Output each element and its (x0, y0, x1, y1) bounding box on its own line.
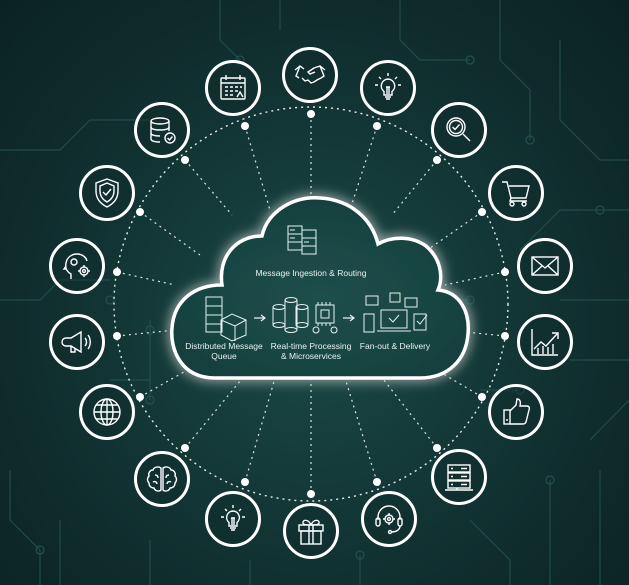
shield-check-icon (95, 178, 119, 208)
shopping-cart-icon (502, 181, 530, 207)
server-rack-icon (445, 464, 473, 491)
support-headset-icon (375, 505, 403, 535)
stage-label-delivery: Fan-out & Delivery (355, 341, 435, 351)
head-gear-icon (62, 253, 90, 279)
node-lightbulb-bottom[interactable] (205, 491, 261, 547)
mail-icon (531, 256, 559, 276)
growth-chart-icon (531, 329, 559, 356)
stage-label-delivery-line1: Fan-out & Delivery (359, 341, 431, 351)
megaphone-icon (61, 330, 91, 354)
node-megaphone[interactable] (49, 314, 105, 370)
stage-label-processing-line2: & Microservices (281, 351, 341, 361)
search-check-icon (446, 117, 471, 142)
stage-label-queue-line2: Queue (211, 351, 237, 361)
brain-icon (146, 466, 178, 492)
node-mail[interactable] (517, 238, 573, 294)
lightbulb-icon (375, 73, 401, 100)
calendar-icon (220, 75, 246, 100)
message-queue-boxes-icon (205, 296, 247, 342)
server-stack-icon (287, 225, 317, 255)
thumbs-up-icon (503, 398, 531, 425)
node-handshake[interactable] (282, 47, 338, 103)
node-gift[interactable] (283, 503, 339, 559)
node-head-gear[interactable] (49, 238, 105, 294)
database-check-icon (150, 117, 176, 144)
node-calendar[interactable] (205, 60, 261, 116)
stage-label-queue: Distributed Message Queue (184, 341, 264, 361)
node-shield[interactable] (79, 165, 135, 221)
connector-lines (116, 114, 506, 494)
lightbulb-icon (221, 505, 245, 531)
gift-icon (298, 519, 324, 545)
ring-dots (113, 110, 509, 498)
stage-label-processing: Real-time Processing & Microservices (266, 341, 356, 361)
processing-chip-icon (272, 297, 338, 334)
node-server-rack[interactable] (431, 449, 487, 505)
node-lightbulb-top[interactable] (360, 60, 416, 116)
node-cart[interactable] (488, 165, 544, 221)
node-database[interactable] (134, 102, 190, 158)
node-support-headset[interactable] (361, 491, 417, 547)
flow-arrows (254, 314, 355, 322)
node-brain[interactable] (134, 451, 190, 507)
node-globe[interactable] (79, 384, 135, 440)
node-search[interactable] (431, 102, 487, 158)
globe-icon (93, 398, 121, 426)
handshake-icon (294, 65, 326, 84)
node-growth-chart[interactable] (517, 314, 573, 370)
stage-label-processing-line1: Real-time Processing (270, 341, 352, 351)
multi-device-delivery-icon (363, 292, 428, 333)
stage-label-queue-line1: Distributed Message (185, 341, 263, 351)
stage-label-ingestion: Message Ingestion & Routing (255, 268, 367, 278)
dotted-ring (113, 106, 509, 502)
node-thumbs-up[interactable] (488, 384, 544, 440)
